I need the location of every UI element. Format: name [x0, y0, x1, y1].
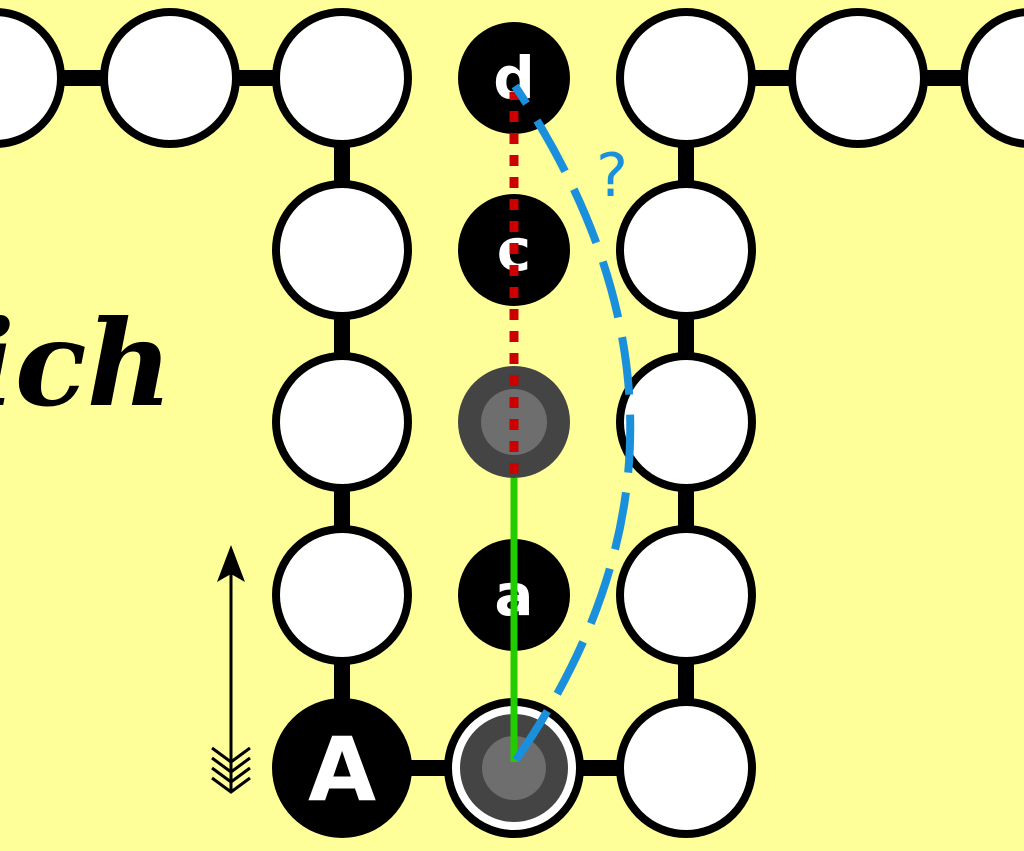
- side-text: ich: [0, 294, 172, 433]
- white-points: [0, 8, 1024, 838]
- point-left-2: [272, 180, 412, 320]
- point-top-5: [616, 8, 756, 148]
- stone-d: [458, 22, 570, 134]
- point-right-4: [616, 525, 756, 665]
- point-right-3: [616, 352, 756, 492]
- point-right-2: [616, 180, 756, 320]
- point-top-3: [272, 8, 412, 148]
- point-top-6: [788, 8, 928, 148]
- point-top-1: [0, 8, 65, 148]
- point-top-2: [100, 8, 240, 148]
- piece-bottom-inner: [482, 736, 546, 800]
- arrow-up-icon: [211, 545, 251, 794]
- point-left-4: [272, 525, 412, 665]
- stone-start-A: [272, 698, 412, 838]
- point-right-5: [616, 698, 756, 838]
- path-blue-dashed-arc: [511, 83, 635, 763]
- point-left-3: [272, 352, 412, 492]
- label-question-mark: ?: [596, 141, 628, 211]
- label-A: A: [308, 718, 376, 821]
- point-top-7: [960, 8, 1024, 148]
